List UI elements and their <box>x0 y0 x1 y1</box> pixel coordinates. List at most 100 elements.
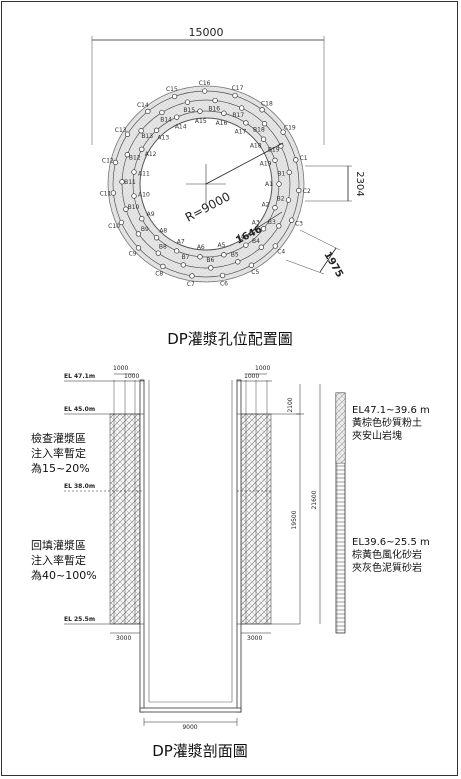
grout-hole-label-a15: A15 <box>195 118 207 125</box>
section-caption: DP灌漿剖面圖 <box>152 742 248 760</box>
grout-hole-b15 <box>184 99 191 105</box>
grout-hole-label-c11: C11 <box>100 191 112 198</box>
grout-hole-label-c19: C19 <box>284 125 296 132</box>
grout-hole-a4 <box>243 242 249 248</box>
grout-hole-b2 <box>285 197 292 203</box>
upper-strata-line1: EL47.1~39.6 m <box>352 405 430 416</box>
grout-hole-c7 <box>189 273 195 279</box>
grout-hole-c8 <box>160 263 166 270</box>
grout-hole-a17 <box>243 120 249 126</box>
grout-hole-label-b3: B3 <box>268 219 276 226</box>
grout-hole-label-b19: B19 <box>268 147 280 154</box>
grout-hole-label-b6: B6 <box>206 257 214 264</box>
grout-hole-label-c13: C13 <box>115 127 127 134</box>
grout-hole-a19 <box>272 157 278 163</box>
grout-hole-label-c7: C7 <box>187 281 195 288</box>
grout-hole-b9 <box>135 231 142 237</box>
grout-hole-a18 <box>260 136 267 142</box>
grout-hole-label-a14: A14 <box>175 123 187 130</box>
grout-hole-a15 <box>197 108 203 114</box>
grout-hole-label-c12: C12 <box>102 158 114 165</box>
radius-line <box>205 142 284 185</box>
grout-hole-c6 <box>219 272 226 279</box>
upper-strata-line2: 黃棕色砂質粉土 <box>352 416 422 429</box>
grout-hole-label-b16: B16 <box>208 105 220 112</box>
grout-hole-label-a10: A10 <box>138 191 150 198</box>
plan-view: 15000 A1A2A3A4A5A6A7A8A9A10A11A12A13A14A… <box>91 26 365 348</box>
grout-hole-c2 <box>296 187 302 194</box>
grout-hole-label-b14: B14 <box>160 116 172 123</box>
grout-hole-label-b9: B9 <box>141 226 149 233</box>
plan-caption: DP灌漿孔位配置圖 <box>167 330 293 348</box>
grout-hole-label-a17: A17 <box>235 128 247 135</box>
grout-hole-c13 <box>124 131 131 137</box>
grout-hole-label-c9: C9 <box>129 250 137 257</box>
grout-hole-label-c17: C17 <box>232 85 244 92</box>
grout-hole-label-a16: A16 <box>216 120 228 127</box>
section-view: 1000 1000 1000 1000 EL 47.1m EL 45.0m EL… <box>31 365 430 760</box>
grout-hole-label-c18: C18 <box>261 100 273 107</box>
backfill-zone-line2: 注入率暫定 <box>31 553 86 567</box>
dim-2100: 2100 <box>287 397 294 412</box>
upper-strata-line3: 夾安山岩塊 <box>352 429 402 442</box>
shaft-right-wall <box>236 379 242 713</box>
elevation-47-1: EL 47.1m <box>64 373 95 380</box>
grout-hole-a11 <box>131 169 137 175</box>
grout-hole-label-a1: A1 <box>265 181 273 188</box>
bottom-left-dim: 3000 <box>116 635 131 642</box>
grout-hole-label-b15: B15 <box>183 107 195 114</box>
grout-hole-label-b8: B8 <box>159 244 167 251</box>
grout-hole-a2 <box>272 205 278 211</box>
grout-hole-label-a4: A4 <box>237 234 245 241</box>
grout-hole-label-a9: A9 <box>147 211 155 218</box>
grout-hole-label-b4: B4 <box>252 238 260 245</box>
grout-hole-c4 <box>272 243 278 249</box>
grout-hole-b4 <box>258 244 264 250</box>
grout-hole-b11 <box>119 179 125 185</box>
dim-21600: 21600 <box>311 490 318 509</box>
grout-hole-label-c8: C8 <box>155 271 163 278</box>
grout-hole-label-b10: B10 <box>128 204 140 211</box>
grout-hole-c1 <box>293 157 299 163</box>
grout-hole-a14 <box>174 114 180 120</box>
grout-hole-label-b5: B5 <box>231 251 239 258</box>
bottom-right-dim: 3000 <box>247 635 262 642</box>
grout-hole-a3 <box>260 226 267 232</box>
check-zone-line2: 注入率暫定 <box>31 446 86 460</box>
grout-hole-c10 <box>118 219 125 226</box>
grout-hole-label-b11: B11 <box>124 179 136 186</box>
top-left-dim-a: 1000 <box>113 365 128 372</box>
grout-hole-label-a5: A5 <box>218 242 226 249</box>
elevation-38-0: EL 38.0m <box>64 483 95 490</box>
grout-hole-b3 <box>276 223 282 229</box>
grout-hole-label-c15: C15 <box>166 86 178 93</box>
grout-hole-c19 <box>280 129 286 135</box>
grout-hole-a8 <box>153 235 160 241</box>
grout-hole-label-c2: C2 <box>303 188 311 195</box>
grout-hole-label-c4: C4 <box>277 248 285 255</box>
grout-hole-c5 <box>248 262 255 268</box>
grout-hole-a1 <box>276 181 282 187</box>
grout-hole-label-b13: B13 <box>141 133 153 140</box>
grout-hole-b14 <box>159 109 165 116</box>
grout-hole-label-c5: C5 <box>251 269 259 276</box>
grout-hole-label-a7: A7 <box>177 239 185 246</box>
grout-hole-label-a19: A19 <box>260 161 272 168</box>
grout-hole-label-c10: C10 <box>108 223 120 230</box>
grout-hole-label-b17: B17 <box>232 112 244 119</box>
backfill-zone-line1: 回填灌漿區 <box>31 538 86 552</box>
grout-hole-b16 <box>212 97 218 104</box>
top-left-dim-b: 1000 <box>124 373 139 380</box>
grout-hole-a16 <box>221 110 227 116</box>
grout-hole-label-b12: B12 <box>129 155 141 162</box>
grout-hole-b13 <box>138 128 144 134</box>
grout-hole-label-a11: A11 <box>138 171 150 178</box>
grout-hole-a9 <box>139 216 145 222</box>
backfill-zone-line3: 為40~100% <box>31 568 97 582</box>
grout-hole-label-c14: C14 <box>137 102 149 109</box>
lower-strata-line2: 棕黃色風化砂岩 <box>352 548 422 561</box>
base-dim: 9000 <box>182 724 197 731</box>
grout-hole-b7 <box>180 262 186 268</box>
